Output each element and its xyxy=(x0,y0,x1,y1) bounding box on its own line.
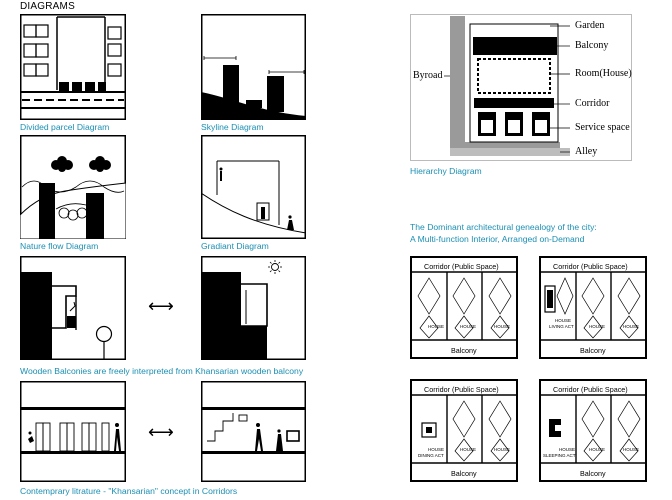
plan1-corridor-label: Corridor (Public Space) xyxy=(424,262,499,271)
plan4-sleeping-act: SLEEPING ACT xyxy=(543,453,576,458)
plan4-balcony-label: Balcony xyxy=(580,469,606,478)
plan2-corridor-label: Corridor (Public Space) xyxy=(553,262,628,271)
plan3-house-1: HOUSE xyxy=(428,447,445,452)
balcony-diagram-left xyxy=(20,256,126,360)
corridor-diagram-right xyxy=(201,381,306,482)
nature-flow-diagram xyxy=(20,135,126,239)
label-byroad: Byroad xyxy=(413,70,443,81)
hierarchy-diagram xyxy=(410,14,632,161)
plan1-house-3: HOUSE xyxy=(494,324,511,329)
plan3-house-2: HOUSE xyxy=(460,447,477,452)
plan2-living-act: LIVING ACT xyxy=(549,324,574,329)
page-title: DIAGRAMS xyxy=(20,1,75,12)
skyline-caption: Skyline Diagram xyxy=(201,122,264,132)
plan4-house-3: HOUSE xyxy=(623,447,640,452)
wooden-balconies-caption: Wooden Balconies are freely interpreted … xyxy=(20,366,304,376)
plan4-house-2: HOUSE xyxy=(589,447,606,452)
label-corridor: Corridor xyxy=(575,98,610,109)
divided-parcel-caption: Divided parcel Diagram xyxy=(20,122,110,132)
corridor-diagram-left xyxy=(20,381,126,482)
plan4-house-1: HOUSE xyxy=(559,447,576,452)
plan4-corridor-label: Corridor (Public Space) xyxy=(553,385,628,394)
plan2-house-1: HOUSE xyxy=(555,318,572,323)
double-arrow-icon-2: ⟷ xyxy=(148,422,174,443)
plan2-house-3: HOUSE xyxy=(623,324,640,329)
plan3-dining-act: DINING ACT xyxy=(418,453,444,458)
contemporary-caption: Contemprary litrature - "Khansarian" con… xyxy=(20,486,238,496)
gradiant-caption: Gradiant Diagram xyxy=(201,241,269,251)
plan-diagram-4 xyxy=(539,379,647,482)
plan1-house-2: HOUSE xyxy=(460,324,477,329)
gradiant-diagram xyxy=(201,135,306,239)
label-room: Room(House) xyxy=(575,68,632,79)
genealogy-caption-line1: The Dominant architectural genealogy of … xyxy=(410,222,597,232)
skyline-diagram xyxy=(201,14,306,120)
label-alley: Alley xyxy=(575,146,598,157)
hierarchy-caption: Hierarchy Diagram xyxy=(410,166,482,176)
divided-parcel-diagram xyxy=(20,14,126,120)
plan-diagram-3 xyxy=(410,379,518,482)
plan3-corridor-label: Corridor (Public Space) xyxy=(424,385,499,394)
genealogy-caption-line2: A Multi-function Interior, Arranged on-D… xyxy=(410,234,585,244)
plan1-balcony-label: Balcony xyxy=(451,346,477,355)
plan-diagram-1 xyxy=(410,256,518,359)
plan1-house-1: HOUSE xyxy=(428,324,445,329)
plan3-house-3: HOUSE xyxy=(494,447,511,452)
double-arrow-icon: ⟷ xyxy=(148,296,174,317)
plan2-balcony-label: Balcony xyxy=(580,346,606,355)
plan-diagram-2 xyxy=(539,256,647,359)
plan2-house-2: HOUSE xyxy=(589,324,606,329)
nature-flow-caption: Nature flow Diagram xyxy=(20,241,99,251)
label-balcony: Balcony xyxy=(575,40,609,51)
label-garden: Garden xyxy=(575,20,605,31)
balcony-diagram-right xyxy=(201,256,306,360)
plan3-balcony-label: Balcony xyxy=(451,469,477,478)
label-service: Service space xyxy=(575,122,630,133)
